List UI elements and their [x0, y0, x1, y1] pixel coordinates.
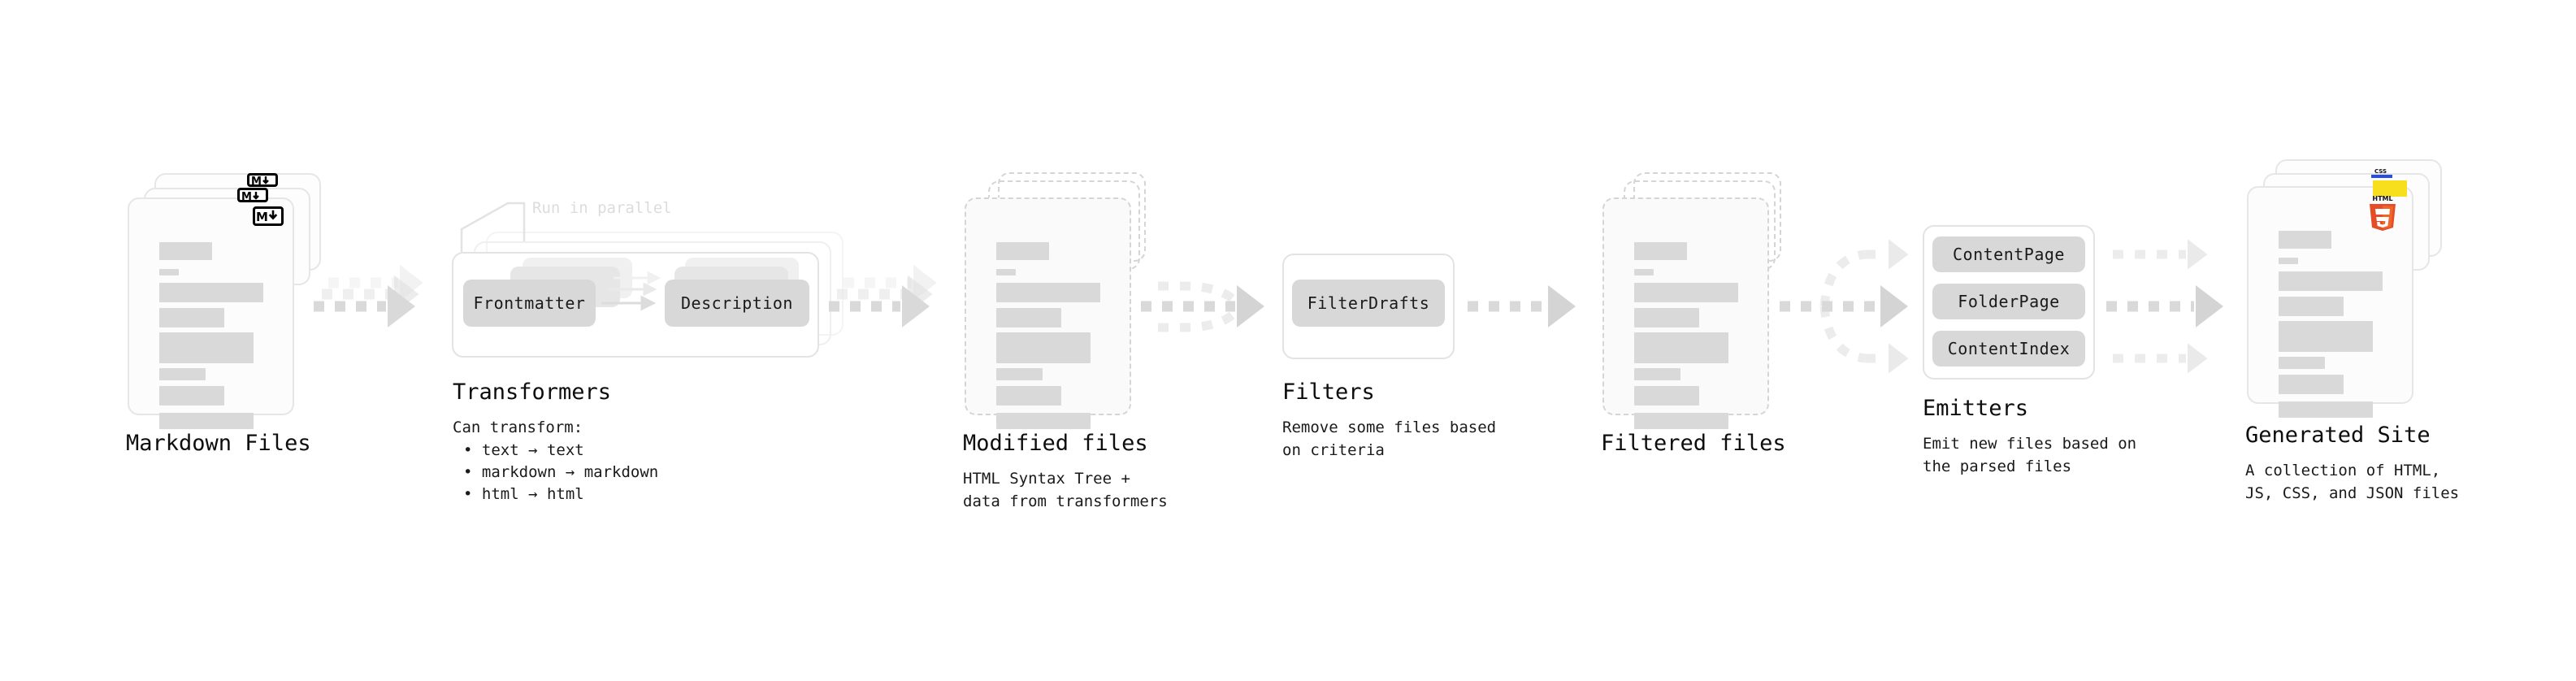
skeleton-line: [2279, 297, 2344, 316]
arrow-emitters-to-site: [2106, 239, 2223, 374]
svg-text:HTML: HTML: [2372, 195, 2392, 202]
skeleton-line: [159, 308, 224, 327]
skeleton-line: [2279, 258, 2298, 264]
skeleton-line: [1634, 386, 1699, 406]
filtered-files-title: Filtered files: [1601, 431, 1786, 456]
transformers-description: Can transform:: [453, 419, 583, 436]
skeleton-line: [159, 368, 206, 380]
emitters-description: Emit new files based on the parsed files: [1923, 435, 2137, 475]
emitter-pill-contentindex-label: ContentIndex: [1947, 339, 2071, 358]
generated-site-description: A collection of HTML, JS, CSS, and JSON …: [2245, 462, 2460, 502]
javascript-logo-icon: [2373, 180, 2407, 197]
emitter-pill-folderpage[interactable]: FolderPage: [1932, 284, 2085, 319]
emitters-title: Emitters: [1923, 396, 2029, 421]
skeleton-line: [159, 386, 224, 406]
filtered-file-card-front: [1602, 197, 1769, 429]
skeleton-line: [996, 308, 1061, 327]
markdown-files-title: Markdown Files: [126, 431, 311, 456]
emitter-pill-contentpage[interactable]: ContentPage: [1932, 236, 2085, 272]
skeleton-line: [159, 413, 254, 429]
emitter-pill-contentpage-label: ContentPage: [1953, 245, 2065, 264]
transformer-pill-description[interactable]: Description: [665, 280, 809, 327]
skeleton-line: [996, 386, 1061, 406]
transformer-pill-frontmatter-label: Frontmatter: [473, 293, 586, 313]
modified-files-title: Modified files: [963, 431, 1148, 456]
transformers-bullet-2: • markdown → markdown: [463, 463, 659, 481]
css3-logo-icon: CSS: [2371, 166, 2392, 179]
filters-title: Filters: [1282, 380, 1375, 405]
arrow-filters-to-filtered: [1468, 285, 1576, 327]
skeleton-line: [159, 332, 254, 363]
filters-description: Remove some files based on criteria: [1282, 419, 1497, 459]
skeleton-line: [1634, 269, 1654, 275]
skeleton-line: [996, 269, 1016, 275]
markdown-file-card-front: [128, 197, 294, 429]
skeleton-line: [996, 283, 1100, 302]
svg-text:M: M: [251, 176, 262, 186]
skeleton-line: [996, 413, 1091, 429]
skeleton-line: [2279, 231, 2331, 249]
filter-pill-filterdrafts[interactable]: FilterDrafts: [1292, 280, 1445, 327]
filter-pill-filterdrafts-label: FilterDrafts: [1307, 293, 1430, 313]
svg-text:M: M: [256, 210, 268, 223]
skeleton-line: [1634, 332, 1728, 363]
skeleton-line: [2279, 375, 2344, 394]
skeleton-line: [1634, 368, 1680, 380]
markdown-badge-icon: M: [237, 188, 268, 202]
svg-text:M: M: [241, 191, 252, 202]
run-in-parallel-note: Run in parallel: [532, 199, 672, 217]
skeleton-line: [2279, 271, 2383, 291]
markdown-badge-icon: M: [253, 206, 284, 226]
skeleton-line: [996, 368, 1043, 380]
generated-site-title: Generated Site: [2245, 423, 2431, 448]
skeleton-line: [996, 332, 1091, 363]
arrow-modified-to-filters: [1141, 281, 1264, 332]
skeleton-line: [1634, 413, 1728, 429]
skeleton-line: [159, 242, 212, 260]
skeleton-line: [159, 283, 263, 302]
arrow-transformers-to-modified: [829, 264, 937, 327]
modified-file-card-front: [965, 197, 1131, 429]
html5-logo-icon: HTML: [2366, 193, 2399, 231]
arrow-filtered-to-emitters: [1780, 239, 1909, 374]
skeleton-line: [1634, 308, 1699, 327]
transformer-pill-description-label: Description: [681, 293, 793, 313]
transformers-title: Transformers: [453, 380, 612, 405]
skeleton-line: [159, 269, 179, 275]
transformers-bullet-3: • html → html: [463, 485, 584, 503]
svg-text:CSS: CSS: [2374, 168, 2387, 175]
skeleton-line: [1634, 242, 1687, 260]
modified-files-description: HTML Syntax Tree + data from transformer…: [963, 470, 1168, 510]
transformer-pill-frontmatter[interactable]: Frontmatter: [463, 280, 596, 327]
emitter-pill-contentindex[interactable]: ContentIndex: [1932, 331, 2085, 367]
markdown-badge-icon: M: [247, 173, 278, 187]
skeleton-line: [2279, 357, 2325, 369]
skeleton-line: [1634, 283, 1738, 302]
skeleton-line: [2279, 321, 2373, 352]
arrow-markdown-to-transformers: [314, 264, 423, 327]
skeleton-line: [996, 242, 1049, 260]
transformers-bullet-1: • text → text: [463, 441, 584, 459]
emitter-pill-folderpage-label: FolderPage: [1958, 292, 2060, 311]
skeleton-line: [2279, 401, 2373, 418]
